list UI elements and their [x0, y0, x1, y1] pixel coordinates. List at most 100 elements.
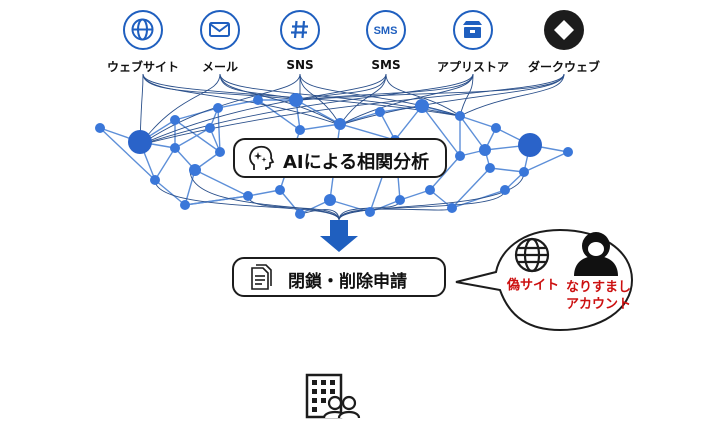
network-node	[95, 123, 105, 133]
ai-analysis-label: AIによる相関分析	[283, 152, 430, 173]
app-store-icon	[453, 10, 493, 50]
source-curve	[139, 73, 221, 146]
network-node	[243, 191, 253, 201]
network-edge	[379, 111, 396, 141]
impersonation-label-line2: アカウント	[566, 297, 632, 312]
converge-curve	[247, 195, 340, 221]
converge-curve	[154, 179, 340, 221]
network-edge	[154, 147, 176, 181]
network-node	[455, 111, 465, 121]
network-edge	[421, 105, 461, 157]
network-node	[425, 185, 435, 195]
network-node	[205, 123, 215, 133]
network-edge	[174, 119, 221, 153]
network-edge	[459, 115, 486, 151]
network-edge	[339, 123, 396, 141]
network-edge	[279, 189, 301, 215]
network-node	[415, 99, 429, 113]
source-website: ウェブサイト	[93, 10, 193, 75]
network-edge	[523, 151, 569, 173]
network-edge	[299, 123, 341, 131]
source-curve	[139, 73, 565, 146]
network-node	[479, 144, 491, 156]
source-mail: メール	[170, 10, 270, 75]
network-node	[170, 115, 180, 125]
mail-icon	[200, 10, 240, 50]
source-curve	[299, 73, 341, 126]
network-edge	[459, 115, 497, 129]
source-curve	[299, 73, 461, 117]
network-node	[485, 163, 495, 173]
network-node	[295, 125, 305, 135]
network-node	[395, 195, 405, 205]
network-edge	[194, 169, 249, 197]
network-edge	[217, 107, 221, 153]
impersonation-label-line1: なりすまし	[566, 280, 632, 295]
source-sms-label: SMS	[371, 58, 401, 72]
source-curve	[459, 73, 565, 117]
converge-curve	[338, 207, 453, 221]
sms-icon: SMS	[366, 10, 406, 50]
source-curve	[339, 73, 474, 126]
network-edge	[174, 107, 219, 121]
source-curve	[299, 73, 474, 101]
network-edge	[154, 179, 186, 206]
source-curve	[139, 73, 387, 146]
network-node	[150, 175, 160, 185]
source-app-store: アプリストア	[423, 10, 523, 75]
network-node	[253, 95, 263, 105]
network-node	[128, 130, 152, 154]
network-edge	[247, 189, 281, 197]
source-dark-web-label: ダークウェブ	[527, 60, 600, 74]
svg-text:SMS: SMS	[374, 25, 398, 37]
source-curve	[142, 73, 461, 117]
fake-site-label: 偽サイト	[506, 278, 559, 293]
source-dark-web: ダークウェブ	[514, 10, 614, 75]
network-node	[375, 107, 385, 117]
network-node	[295, 209, 305, 219]
network-node	[289, 93, 303, 107]
network-node	[518, 133, 542, 157]
network-edge	[399, 189, 431, 201]
network-node	[170, 143, 180, 153]
down-arrow	[320, 220, 358, 252]
network-node	[519, 167, 529, 177]
document-icon	[251, 264, 272, 290]
source-curve	[139, 73, 301, 146]
network-node	[180, 200, 190, 210]
ai-analysis-box: AIによる相関分析	[233, 138, 447, 178]
source-sms: SMS SMS	[336, 10, 436, 72]
network-edge	[99, 127, 156, 181]
organization-building-icon	[305, 373, 361, 419]
network-node	[213, 103, 223, 113]
network-edge	[429, 155, 461, 191]
network-nodes	[95, 93, 573, 219]
network-node	[275, 185, 285, 195]
network-node	[215, 147, 225, 157]
source-curve	[339, 73, 565, 126]
network-node	[365, 207, 375, 217]
network-node	[447, 203, 457, 213]
ai-head-icon	[249, 145, 275, 170]
source-curve	[299, 73, 565, 101]
source-curve	[142, 73, 341, 126]
hashtag-icon	[280, 10, 320, 50]
network-edge	[184, 195, 249, 206]
network-edge	[217, 99, 259, 109]
dark-web-icon	[544, 10, 584, 50]
network-node	[563, 147, 573, 157]
network-node	[189, 164, 201, 176]
converge-curve	[338, 171, 525, 221]
source-curve	[299, 73, 387, 101]
source-app-store-label: アプリストア	[436, 60, 509, 74]
network-edge	[489, 167, 525, 173]
network-edge	[369, 199, 401, 213]
network-node	[324, 194, 336, 206]
takedown-request-label: 閉鎖・削除申請	[288, 272, 407, 292]
source-sns: SNS	[250, 10, 350, 72]
network-node	[334, 118, 346, 130]
source-sns-label: SNS	[286, 58, 314, 72]
fake-site-globe-icon	[514, 237, 550, 273]
network-node	[455, 151, 465, 161]
